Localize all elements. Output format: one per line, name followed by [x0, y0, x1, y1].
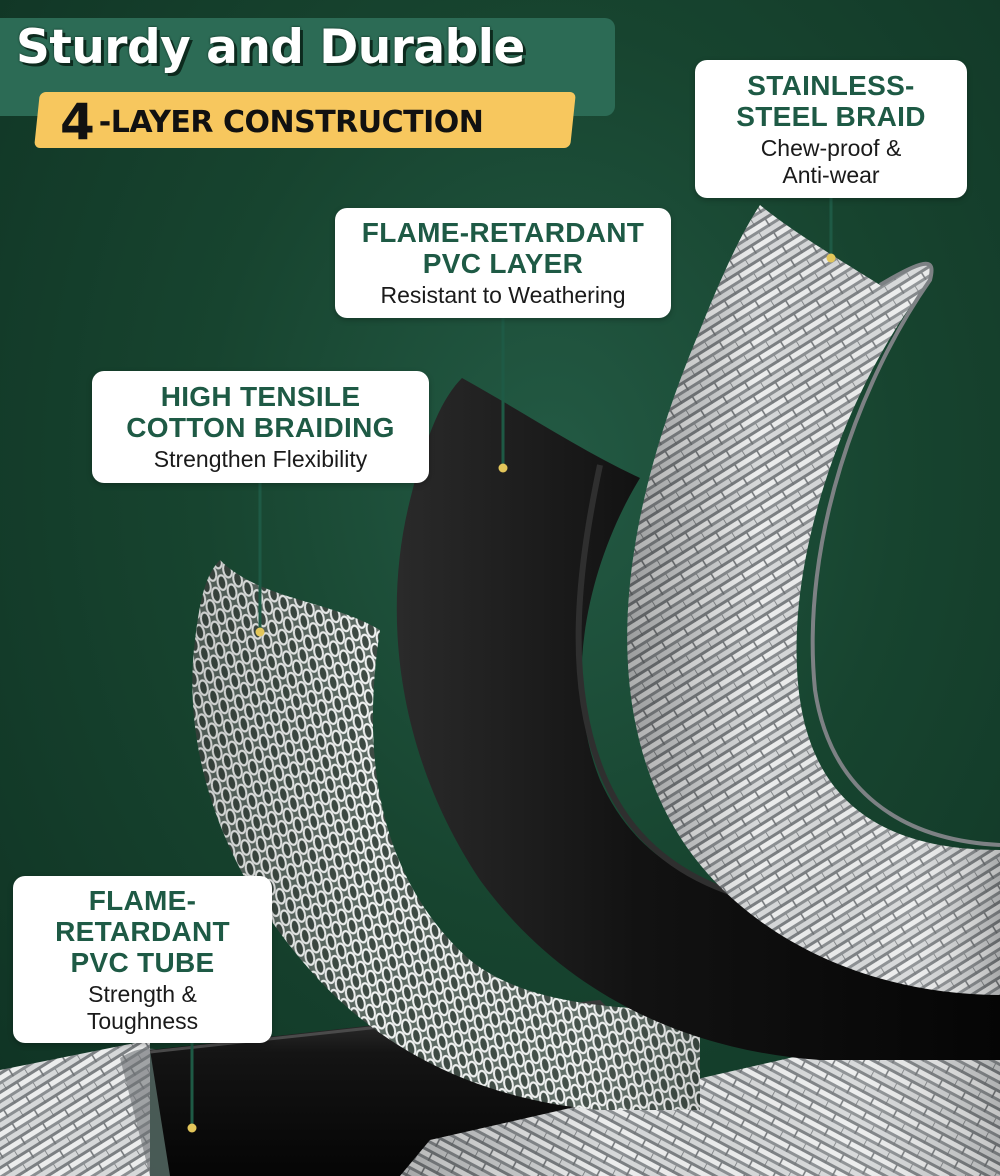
cotton-mesh-layer — [192, 560, 700, 1110]
callout-title: HIGH TENSILE COTTON BRAIDING — [126, 381, 395, 443]
callout-description: Chew-proof & Anti-wear — [760, 134, 902, 188]
subtitle-number: 4 — [60, 93, 95, 151]
headline-title: Sturdy and Durable — [16, 20, 525, 75]
callout-title: FLAME- RETARDANT PVC TUBE — [55, 884, 230, 978]
callout-high-tensile-cotton-braiding: HIGH TENSILE COTTON BRAIDING Strengthen … — [92, 371, 429, 483]
callout-description: Resistant to Weathering — [380, 282, 626, 308]
subtitle: 4 -LAYER CONSTRUCTION — [60, 93, 484, 151]
callout-flame-retardant-pvc-layer: FLAME-RETARDANT PVC LAYER Resistant to W… — [335, 208, 671, 318]
callout-title: STAINLESS- STEEL BRAID — [736, 69, 926, 132]
callout-description: Strengthen Flexibility — [153, 446, 368, 472]
callout-stainless-steel-braid: STAINLESS- STEEL BRAID Chew-proof & Anti… — [695, 60, 967, 198]
steel-braid-layer — [627, 205, 1000, 995]
leader-lines — [187, 198, 836, 1133]
callout-title: FLAME-RETARDANT PVC LAYER — [361, 217, 645, 279]
callout-flame-retardant-pvc-tube: FLAME- RETARDANT PVC TUBE Strength & Tou… — [13, 876, 272, 1043]
subtitle-text: -LAYER CONSTRUCTION — [98, 104, 484, 140]
callout-description: Strength & Toughness — [86, 980, 199, 1034]
